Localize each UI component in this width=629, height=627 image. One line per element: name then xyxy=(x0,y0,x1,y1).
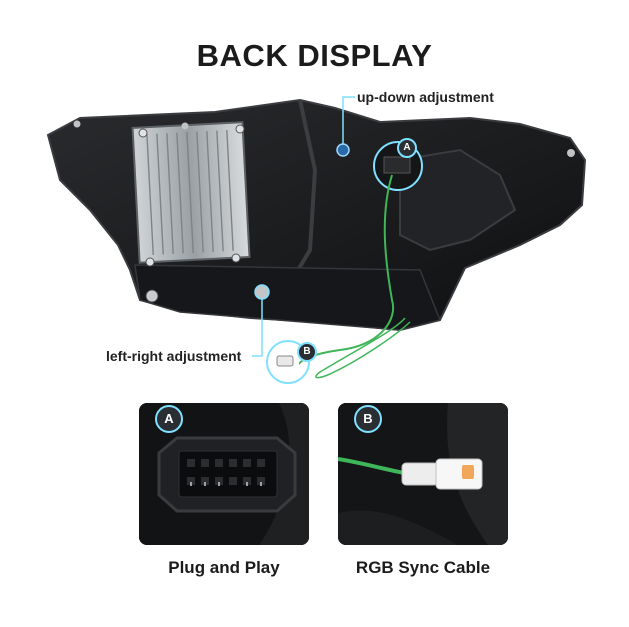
sync-wire-loop xyxy=(315,317,411,379)
plug-connector-image xyxy=(139,403,309,545)
up-down-leader-line xyxy=(342,96,355,144)
panel-a-badge: A xyxy=(155,405,183,433)
left-right-adjustment-label: left-right adjustment xyxy=(106,348,242,364)
panel-plug-and-play: A xyxy=(139,403,309,545)
housing-ridge-2 xyxy=(399,148,517,252)
panel-b-label: RGB Sync Cable xyxy=(355,558,491,577)
up-down-adjustment-label: up-down adjustment xyxy=(357,89,494,105)
panel-a-label: Plug and Play xyxy=(168,558,280,577)
bolt xyxy=(181,122,189,130)
bolt xyxy=(145,289,159,303)
bolt xyxy=(73,120,81,128)
left-right-leader-line xyxy=(252,299,263,357)
panel-rgb-sync-cable: B xyxy=(338,403,508,545)
housing-lower xyxy=(134,264,442,331)
page-title: BACK DISPLAY xyxy=(196,38,433,73)
housing-ridge xyxy=(296,99,318,272)
left-right-adjuster xyxy=(254,284,270,300)
bolt xyxy=(567,149,575,157)
marker-a-badge: A xyxy=(397,138,417,158)
up-down-adjuster xyxy=(336,143,350,157)
heat-sink xyxy=(131,121,251,267)
marker-b-badge: B xyxy=(297,342,317,362)
panel-b-badge: B xyxy=(354,405,382,433)
